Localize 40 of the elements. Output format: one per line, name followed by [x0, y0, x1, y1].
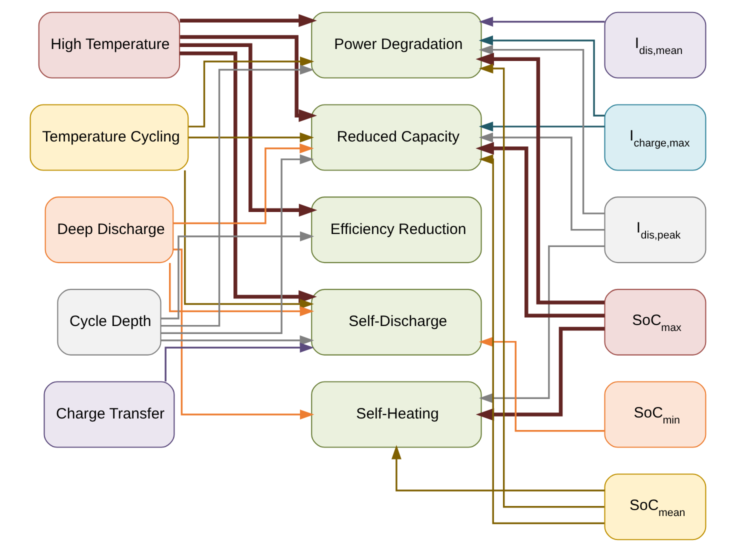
- arrow: [173, 248, 314, 420]
- arrow: [173, 143, 314, 224]
- arrow: [476, 326, 605, 421]
- node-box: SoC$_{min}$: [604, 381, 706, 448]
- arrow: [164, 342, 314, 382]
- node-box: I$_{charge,max}$: [604, 104, 706, 171]
- arrow: [180, 51, 317, 304]
- arrow: [476, 52, 605, 304]
- arrow: [184, 170, 314, 309]
- node-box: Self-Heating: [311, 381, 482, 448]
- node-box: SoC$_{max}$: [604, 288, 706, 356]
- node-box: Self-Discharge: [311, 288, 482, 356]
- arrow: [478, 35, 605, 116]
- arrow: [478, 16, 605, 27]
- node-box: Charge Transfer: [44, 381, 175, 448]
- node-box: SoC$_{mean}$: [604, 474, 706, 540]
- arrow: [188, 56, 314, 128]
- node-box: High Temperature: [38, 12, 180, 78]
- node-box: Temperature Cycling: [30, 104, 189, 171]
- arrow: [161, 64, 314, 327]
- arrow: [160, 335, 314, 346]
- arrow: [180, 35, 318, 122]
- node-box: Reduced Capacity: [311, 104, 482, 171]
- arrow: [391, 445, 605, 492]
- node-box: Efficiency Reduction: [311, 196, 482, 264]
- arrow: [478, 122, 605, 132]
- arrow: [180, 43, 318, 217]
- arrow: [169, 262, 314, 316]
- arrow: [180, 14, 317, 27]
- arrow: [478, 132, 605, 231]
- arrow: [188, 132, 314, 142]
- node-box: I$_{dis,mean}$: [604, 12, 706, 78]
- node-box: Deep Discharge: [44, 196, 174, 264]
- node-box: Power Degradation: [311, 12, 482, 78]
- node-box: Cycle Depth: [57, 288, 162, 356]
- arrow: [161, 231, 314, 320]
- arrow: [160, 154, 314, 334]
- node-box: I$_{dis,peak}$: [604, 196, 706, 264]
- arrow: [476, 142, 605, 318]
- arrow: [478, 44, 604, 214]
